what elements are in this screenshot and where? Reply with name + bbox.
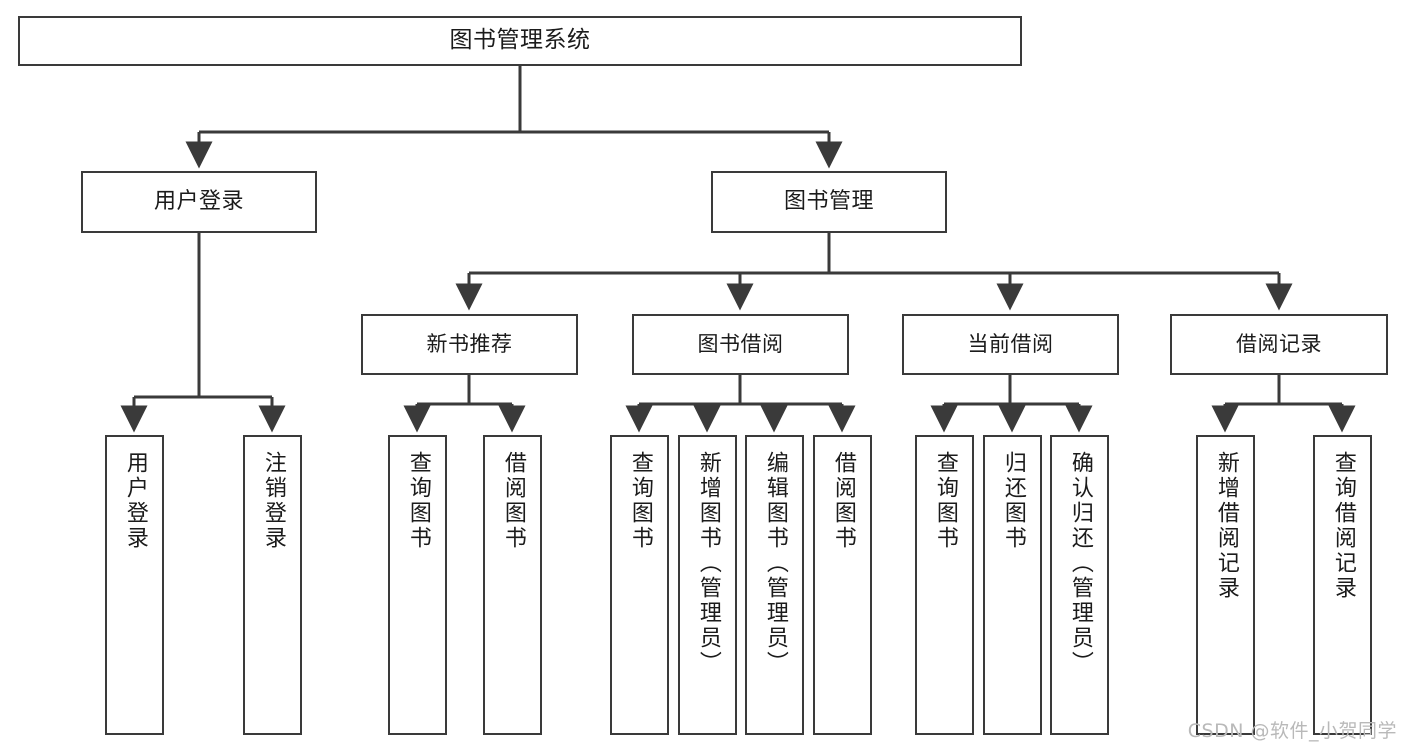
node-borrow-record[interactable]: 借阅记录 xyxy=(1170,314,1388,375)
leaf-query-book-1[interactable]: 查询图书 xyxy=(388,435,447,735)
leaf-add-borrow-record[interactable]: 新增借阅记录 xyxy=(1196,435,1255,735)
node-label: 用户登录 xyxy=(153,189,244,215)
node-label: 编辑图书（管理员） xyxy=(762,451,788,676)
leaf-confirm-return[interactable]: 确认归还（管理员） xyxy=(1050,435,1109,735)
node-label: 归还图书 xyxy=(1000,451,1026,551)
node-label: 查询借阅记录 xyxy=(1330,451,1356,601)
leaf-query-borrow-record[interactable]: 查询借阅记录 xyxy=(1313,435,1372,735)
leaf-query-book-2[interactable]: 查询图书 xyxy=(610,435,669,735)
leaf-return-book[interactable]: 归还图书 xyxy=(983,435,1042,735)
node-label: 新增借阅记录 xyxy=(1213,451,1239,601)
leaf-query-book-3[interactable]: 查询图书 xyxy=(915,435,974,735)
node-label: 图书管理 xyxy=(783,189,874,215)
node-label: 查询图书 xyxy=(932,451,958,551)
leaf-edit-book[interactable]: 编辑图书（管理员） xyxy=(745,435,804,735)
node-label: 借阅记录 xyxy=(1236,332,1322,357)
node-current-borrow[interactable]: 当前借阅 xyxy=(902,314,1119,375)
node-book-borrow[interactable]: 图书借阅 xyxy=(632,314,849,375)
node-root-system[interactable]: 图书管理系统 xyxy=(18,16,1022,66)
node-label: 借阅图书 xyxy=(500,451,526,551)
node-label: 图书借阅 xyxy=(697,332,784,357)
leaf-add-book[interactable]: 新增图书（管理员） xyxy=(678,435,737,735)
leaf-borrow-book-2[interactable]: 借阅图书 xyxy=(813,435,872,735)
node-label: 新增图书（管理员） xyxy=(695,451,721,676)
leaf-user-login[interactable]: 用户登录 xyxy=(105,435,164,735)
node-label: 查询图书 xyxy=(627,451,653,551)
node-new-book-recommend[interactable]: 新书推荐 xyxy=(361,314,578,375)
node-label: 当前借阅 xyxy=(967,332,1054,357)
node-label: 借阅图书 xyxy=(830,451,856,551)
leaf-logout[interactable]: 注销登录 xyxy=(243,435,302,735)
node-label: 确认归还（管理员） xyxy=(1067,451,1093,676)
leaf-borrow-book-1[interactable]: 借阅图书 xyxy=(483,435,542,735)
csdn-watermark: CSDN @软件_小贺同学 xyxy=(1187,720,1397,742)
node-label: 新书推荐 xyxy=(426,332,513,357)
node-book-manage[interactable]: 图书管理 xyxy=(711,171,947,233)
node-label: 用户登录 xyxy=(122,451,148,551)
node-label: 注销登录 xyxy=(260,451,286,551)
node-label: 图书管理系统 xyxy=(449,27,591,54)
node-user-login[interactable]: 用户登录 xyxy=(81,171,317,233)
node-label: 查询图书 xyxy=(405,451,431,551)
